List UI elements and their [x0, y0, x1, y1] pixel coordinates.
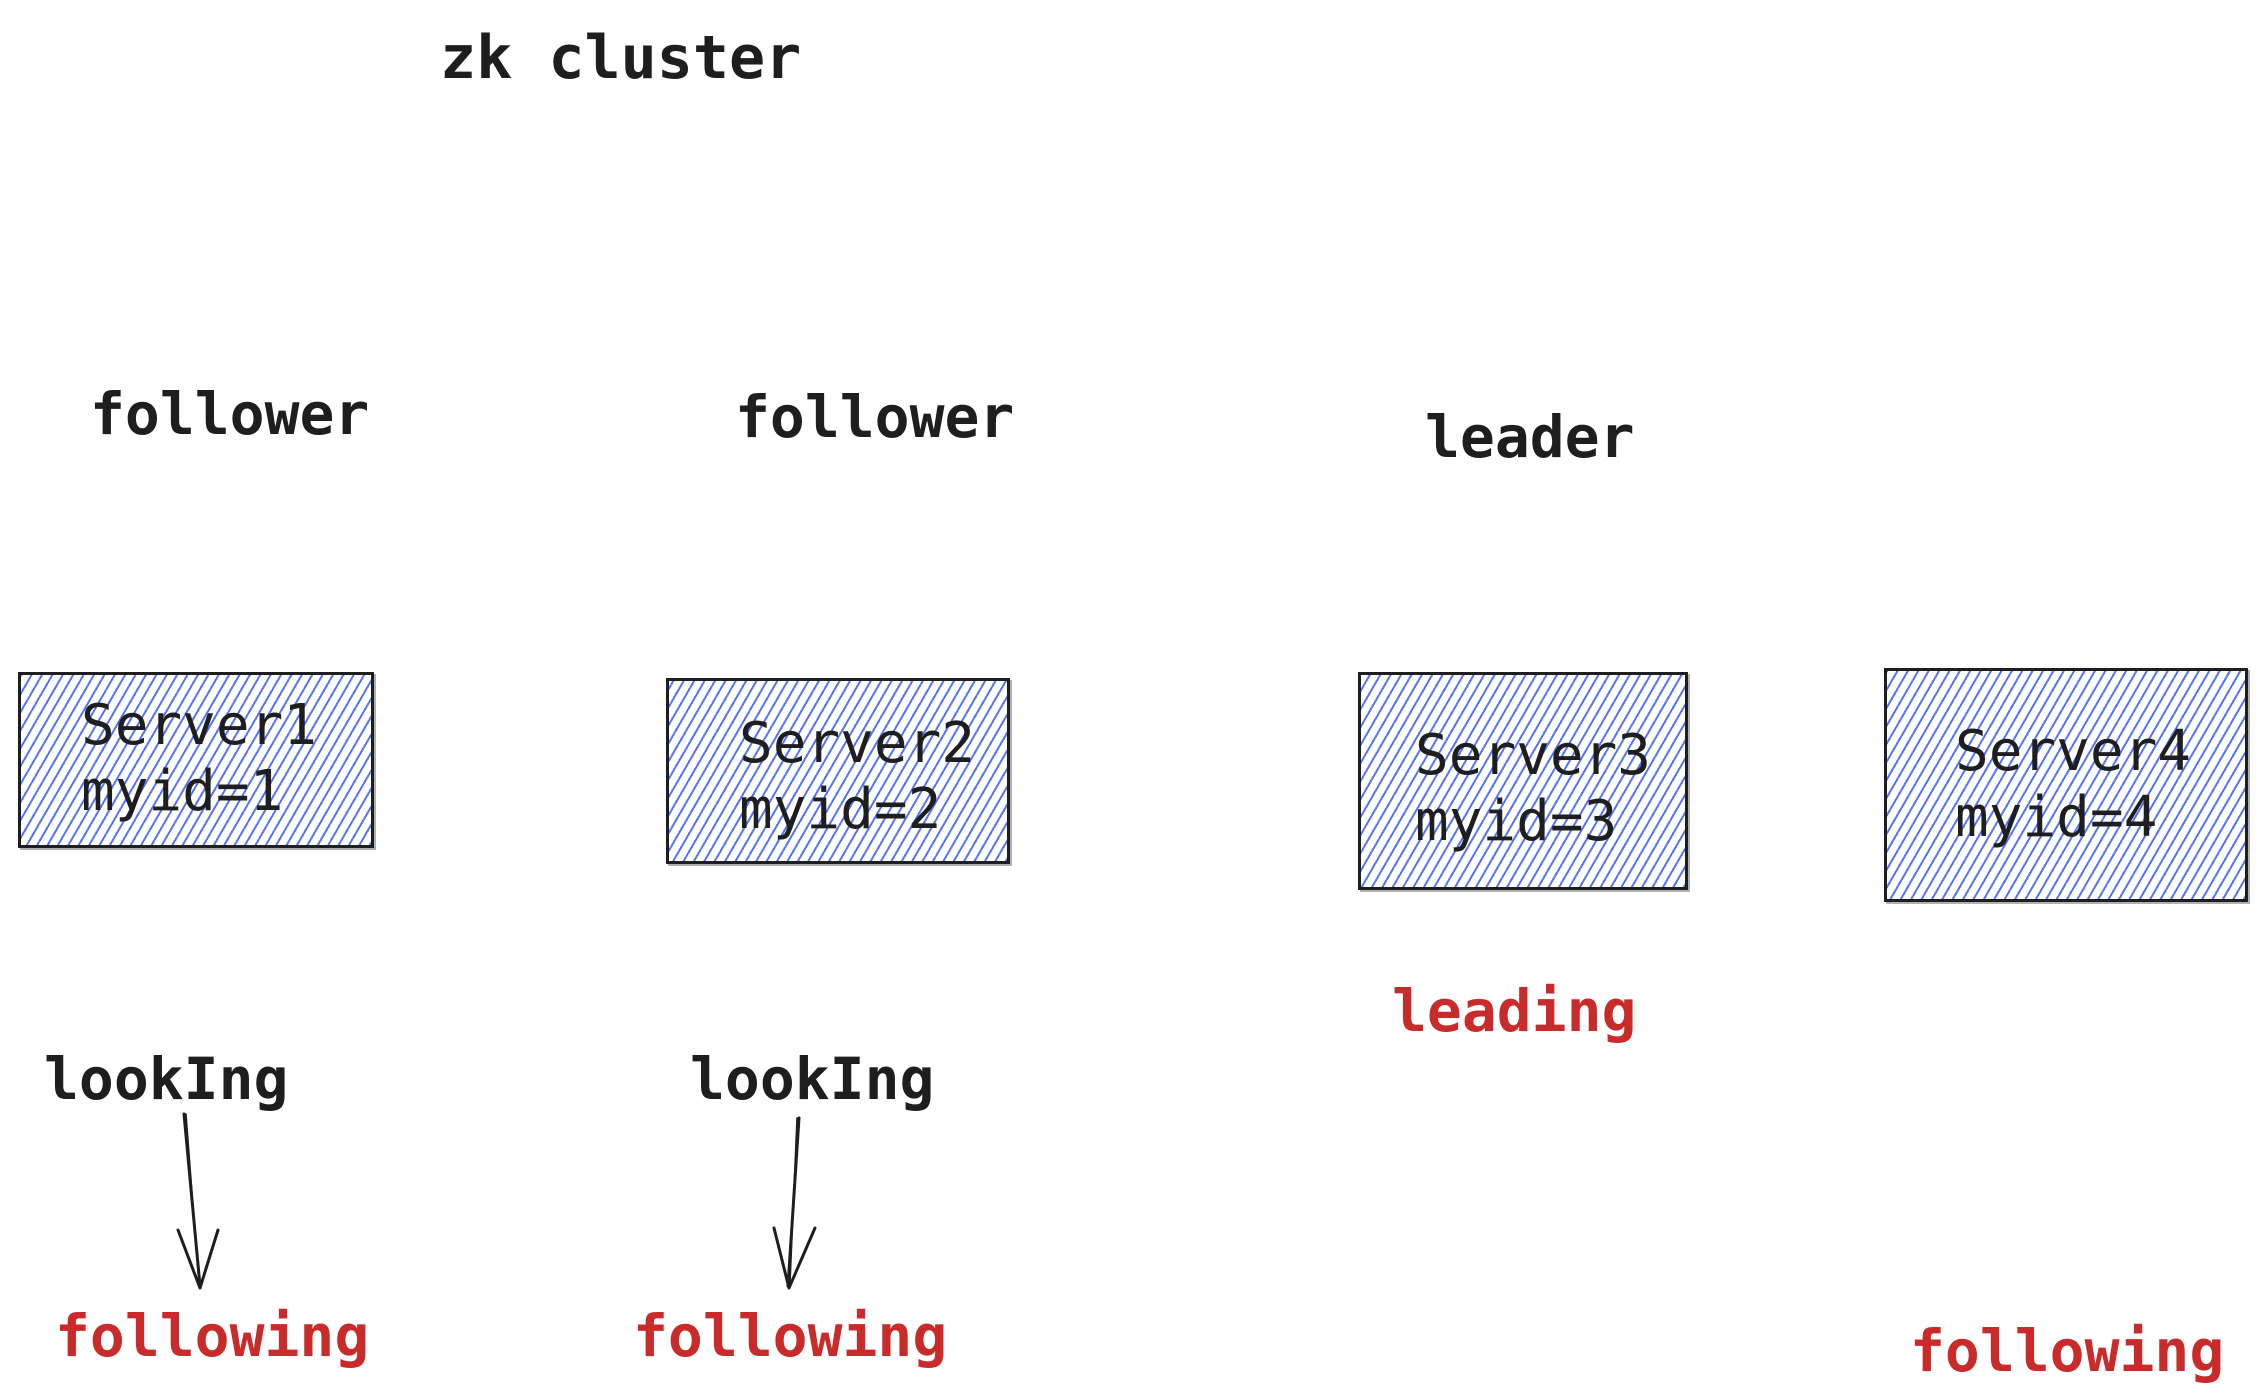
server2-box: Server2 myid=2 [666, 678, 1010, 864]
server1-myid: myid=1 [81, 759, 284, 824]
diagram-title: zk cluster [440, 23, 802, 93]
server1-name: Server1 [81, 693, 318, 758]
server2-name: Server2 [739, 711, 976, 776]
server3-myid: myid=3 [1415, 789, 1618, 854]
server1-role-label: follower [90, 380, 370, 448]
server1-text: Server1 myid=1 [81, 693, 317, 825]
server3-state-leading: leading [1392, 977, 1637, 1045]
server1-transition-arrow [176, 1112, 220, 1290]
server2-state-following: following [633, 1302, 948, 1370]
server4-text: Server4 myid=4 [1955, 719, 2191, 851]
server1-state-following: following [55, 1302, 370, 1370]
server2-myid: myid=2 [739, 777, 942, 842]
server4-myid: myid=4 [1955, 785, 2158, 850]
server1-state-looking: lookIng [44, 1045, 289, 1113]
server4-box: Server4 myid=4 [1884, 668, 2248, 902]
server2-state-looking: lookIng [690, 1045, 935, 1113]
server2-role-label: follower [735, 383, 1015, 451]
server3-text: Server3 myid=3 [1415, 723, 1651, 855]
server4-state-following: following [1910, 1317, 2225, 1385]
server3-role-label: leader [1425, 403, 1635, 471]
server4-name: Server4 [1955, 719, 2192, 784]
server3-name: Server3 [1415, 723, 1652, 788]
server1-box: Server1 myid=1 [18, 672, 374, 848]
server2-transition-arrow [772, 1116, 817, 1290]
server3-box: Server3 myid=3 [1358, 672, 1688, 890]
server2-text: Server2 myid=2 [739, 711, 975, 843]
